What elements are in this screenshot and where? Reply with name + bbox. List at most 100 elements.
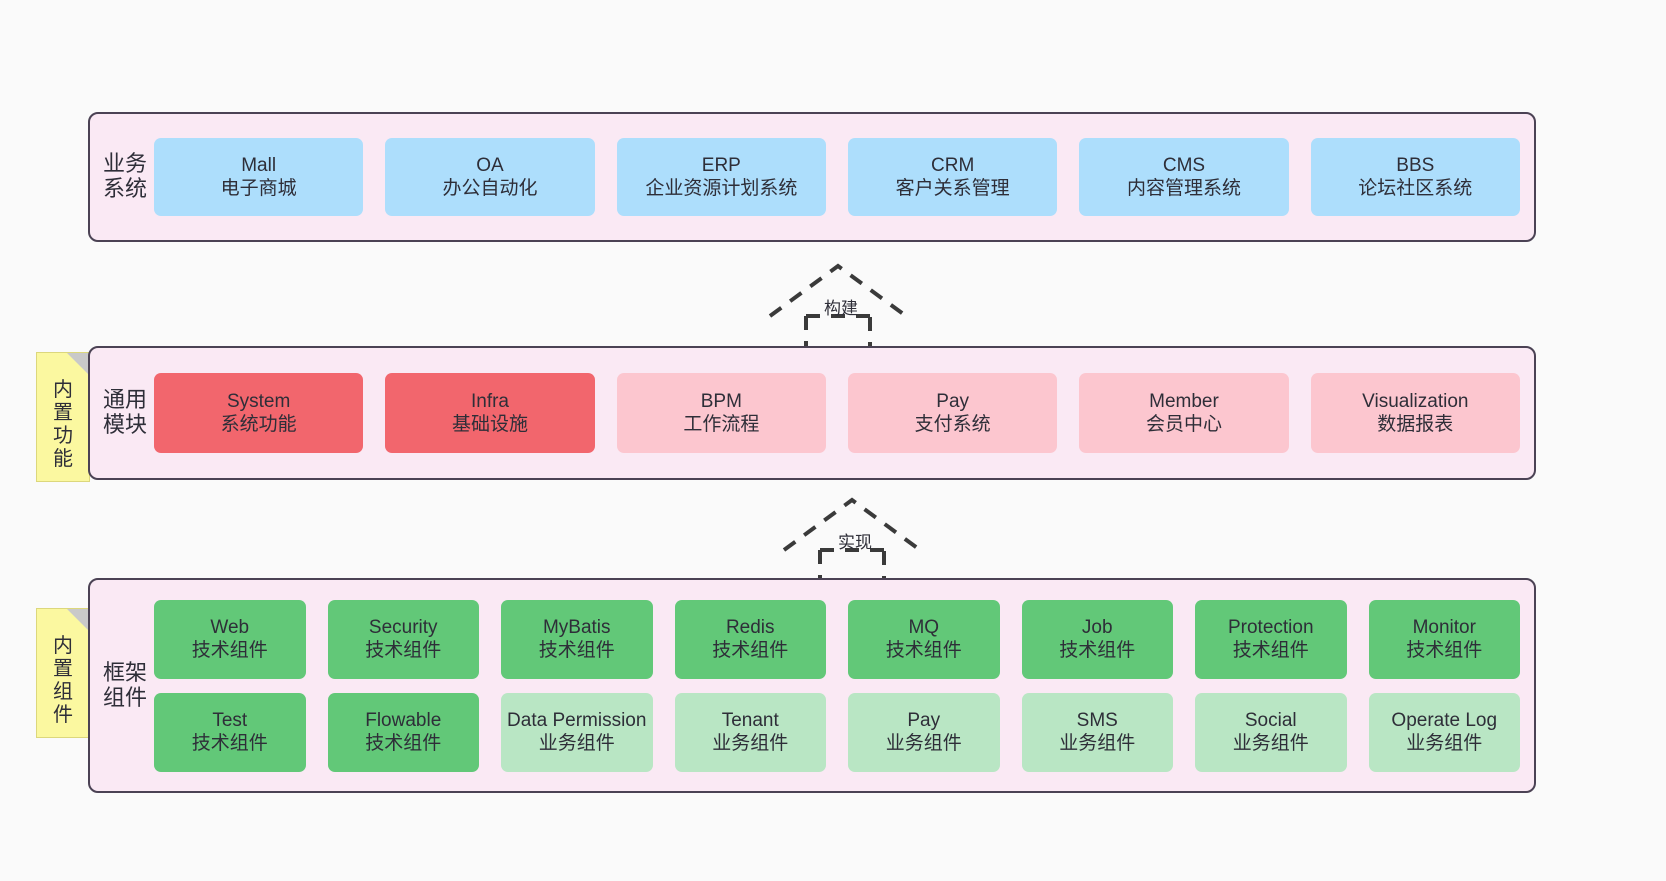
box-data-permission-subtitle: 业务组件 [538, 733, 615, 754]
note-builtin-component-text: 内置组件 [53, 635, 73, 726]
layer-common-row-1: System 系统功能 Infra 基础设施 BPM 工作流程 Pay 支付系统… [154, 373, 1520, 453]
box-flowable-subtitle: 技术组件 [365, 733, 442, 754]
box-member[interactable]: Member 会员中心 [1079, 373, 1289, 453]
box-mall-title: Mall [241, 154, 277, 176]
box-mq-title: MQ [908, 616, 940, 638]
connector-build: 构建 [758, 258, 918, 356]
box-pay-component-title: Pay [907, 709, 941, 731]
box-sms-title: SMS [1076, 709, 1118, 731]
box-bbs[interactable]: BBS 论坛社区系统 [1310, 138, 1520, 216]
box-web-title: Web [210, 616, 250, 638]
box-job-title: Job [1081, 616, 1113, 638]
box-pay-module[interactable]: Pay 支付系统 [847, 373, 1058, 453]
box-pay-module-title: Pay [936, 390, 970, 412]
layer-common-modules: 通用模块 System 系统功能 Infra 基础设施 BPM 工作流程 Pay… [88, 346, 1536, 480]
box-infra[interactable]: Infra 基础设施 [385, 373, 595, 453]
box-redis-title: Redis [725, 616, 775, 638]
box-test-title: Test [212, 709, 248, 731]
box-oa[interactable]: OA 办公自动化 [385, 138, 595, 216]
box-sms-subtitle: 业务组件 [1059, 733, 1136, 754]
box-pay-module-subtitle: 支付系统 [914, 414, 991, 435]
box-social-subtitle: 业务组件 [1232, 733, 1309, 754]
box-data-permission-title: Data Permission [507, 709, 647, 731]
box-redis[interactable]: Redis 技术组件 [674, 599, 826, 679]
box-data-permission[interactable]: Data Permission 业务组件 [501, 692, 653, 772]
box-redis-subtitle: 技术组件 [712, 640, 789, 661]
note-fold-icon [67, 609, 89, 631]
box-web[interactable]: Web 技术组件 [154, 599, 306, 679]
box-operate-log-subtitle: 业务组件 [1406, 733, 1483, 754]
layer-body-business: Mall 电子商城 OA 办公自动化 ERP 企业资源计划系统 CRM 客户关系… [148, 114, 1534, 240]
box-system-title: System [226, 390, 291, 412]
connector-build-label: 构建 [824, 299, 858, 318]
note-builtin-function-text: 内置功能 [53, 379, 73, 470]
box-monitor-subtitle: 技术组件 [1406, 640, 1483, 661]
box-bbs-title: BBS [1396, 154, 1435, 176]
box-system[interactable]: System 系统功能 [154, 373, 364, 453]
box-sms[interactable]: SMS 业务组件 [1021, 692, 1173, 772]
generalization-arrowhead-implement [782, 497, 922, 552]
box-oa-title: OA [476, 154, 504, 176]
connector-implement: 实现 [772, 492, 932, 590]
box-visualization-title: Visualization [1362, 390, 1469, 412]
box-tenant-title: Tenant [721, 709, 779, 731]
box-mall[interactable]: Mall 电子商城 [154, 138, 364, 216]
box-crm[interactable]: CRM 客户关系管理 [847, 138, 1058, 216]
box-infra-subtitle: 基础设施 [451, 414, 528, 435]
box-system-subtitle: 系统功能 [220, 414, 297, 435]
box-crm-subtitle: 客户关系管理 [895, 178, 1010, 199]
box-cms-title: CMS [1162, 154, 1206, 176]
box-crm-title: CRM [931, 154, 975, 176]
box-oa-subtitle: 办公自动化 [442, 178, 538, 199]
box-monitor-title: Monitor [1412, 616, 1476, 638]
layer-body-framework-components: Web 技术组件 Security 技术组件 MyBatis 技术组件 Redi… [148, 580, 1534, 791]
box-security[interactable]: Security 技术组件 [327, 599, 479, 679]
box-bbs-subtitle: 论坛社区系统 [1358, 178, 1473, 199]
connector-implement-label: 实现 [838, 533, 872, 552]
box-protection[interactable]: Protection 技术组件 [1195, 599, 1347, 679]
layer-framework-row-1: Web 技术组件 Security 技术组件 MyBatis 技术组件 Redi… [154, 599, 1520, 679]
box-operate-log-title: Operate Log [1391, 709, 1498, 731]
box-mybatis-subtitle: 技术组件 [538, 640, 615, 661]
box-test[interactable]: Test 技术组件 [154, 692, 306, 772]
box-protection-subtitle: 技术组件 [1232, 640, 1309, 661]
box-erp[interactable]: ERP 企业资源计划系统 [616, 138, 826, 216]
note-builtin-component: 内置组件 [36, 608, 90, 738]
box-operate-log[interactable]: Operate Log 业务组件 [1368, 692, 1520, 772]
box-member-subtitle: 会员中心 [1145, 414, 1222, 435]
box-tenant[interactable]: Tenant 业务组件 [674, 692, 826, 772]
box-mybatis-title: MyBatis [542, 616, 611, 638]
box-monitor[interactable]: Monitor 技术组件 [1368, 599, 1520, 679]
box-flowable[interactable]: Flowable 技术组件 [327, 692, 479, 772]
layer-framework-row-2: Test 技术组件 Flowable 技术组件 Data Permission … [154, 692, 1520, 772]
layer-business-row-1: Mall 电子商城 OA 办公自动化 ERP 企业资源计划系统 CRM 客户关系… [154, 138, 1520, 216]
box-pay-component[interactable]: Pay 业务组件 [848, 692, 1000, 772]
layer-title-business: 业务系统 [102, 151, 147, 201]
box-test-subtitle: 技术组件 [191, 733, 268, 754]
box-flowable-title: Flowable [365, 709, 442, 731]
box-mybatis[interactable]: MyBatis 技术组件 [501, 599, 653, 679]
note-builtin-function: 内置功能 [36, 352, 90, 482]
box-infra-title: Infra [470, 390, 509, 412]
box-cms[interactable]: CMS 内容管理系统 [1079, 138, 1289, 216]
box-visualization-subtitle: 数据报表 [1377, 414, 1454, 435]
box-social[interactable]: Social 业务组件 [1195, 692, 1347, 772]
box-cms-subtitle: 内容管理系统 [1126, 178, 1241, 199]
box-bpm[interactable]: BPM 工作流程 [616, 373, 826, 453]
layer-title-framework-components: 框架组件 [102, 659, 147, 710]
box-job[interactable]: Job 技术组件 [1021, 599, 1173, 679]
box-mq[interactable]: MQ 技术组件 [848, 599, 1000, 679]
box-web-subtitle: 技术组件 [191, 640, 268, 661]
generalization-arrowhead-build [768, 263, 908, 318]
box-member-title: Member [1149, 390, 1219, 412]
note-fold-icon [67, 353, 89, 375]
box-security-subtitle: 技术组件 [365, 640, 442, 661]
box-tenant-subtitle: 业务组件 [712, 733, 789, 754]
box-bpm-subtitle: 工作流程 [683, 414, 760, 435]
box-mall-subtitle: 电子商城 [220, 178, 297, 199]
box-erp-subtitle: 企业资源计划系统 [645, 178, 798, 199]
box-erp-title: ERP [701, 154, 741, 176]
box-pay-component-subtitle: 业务组件 [885, 733, 962, 754]
box-visualization[interactable]: Visualization 数据报表 [1310, 373, 1520, 453]
